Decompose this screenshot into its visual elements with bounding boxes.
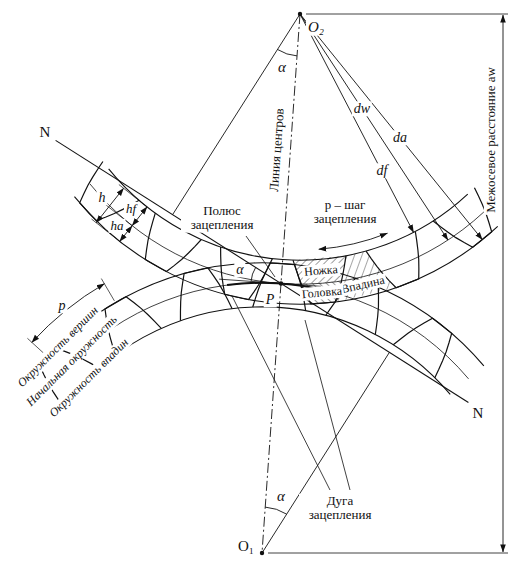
angle-arc [265, 507, 286, 514]
callout-label: Дуга зацепления [299, 494, 381, 523]
line-of-action [56, 140, 469, 402]
diameter-arrow [300, 14, 482, 240]
center-point [260, 551, 264, 555]
base-radius [262, 352, 389, 553]
angle-arc [251, 267, 256, 281]
leader-line [232, 296, 330, 490]
diameter-label: dw [352, 101, 372, 116]
diameter-arrow [300, 14, 448, 240]
extension-line [268, 553, 508, 554]
dimension-label: ha [109, 219, 126, 233]
leader-line [305, 320, 350, 490]
angle-label: α [234, 262, 245, 277]
center-point [298, 12, 302, 16]
extension-line [306, 14, 508, 15]
callout-label: p – шаг зацепления [304, 198, 386, 227]
pole-label: P [264, 292, 277, 307]
gear1-tooth [393, 318, 451, 377]
diameter-arrow [300, 14, 414, 232]
gear2-tooth [293, 256, 346, 304]
dimension-label: hf [124, 202, 138, 216]
dimension-line [503, 15, 504, 552]
angle-arc [277, 49, 297, 55]
angle-label: α [276, 59, 288, 76]
line-label: N [38, 124, 53, 141]
angle-label: α [275, 488, 287, 505]
pitch-point [279, 281, 283, 285]
extension-line [101, 279, 114, 301]
diameter-label: df [375, 163, 390, 178]
dimension-line [96, 188, 123, 222]
construction-lines [27, 14, 508, 553]
gear1-tooth [180, 268, 232, 321]
pitch-label: p [57, 298, 68, 313]
axis-label: Линия центров [267, 106, 287, 194]
callout-label: Полюс зацепления [181, 204, 263, 233]
center-label: O₂ [306, 19, 326, 36]
dimension-label: Межосевое расстояние aw [484, 65, 498, 215]
gear2-tooth [80, 161, 139, 220]
leader-line [246, 236, 275, 277]
pitch-dimension [319, 233, 388, 249]
diameter-label: da [391, 130, 409, 145]
center-label: O₁ [236, 538, 256, 555]
dimension-label: h [97, 190, 108, 205]
base-radius [173, 14, 300, 215]
line-label: N [471, 405, 486, 422]
hatching [293, 251, 396, 304]
gear1-circle [45, 283, 468, 392]
